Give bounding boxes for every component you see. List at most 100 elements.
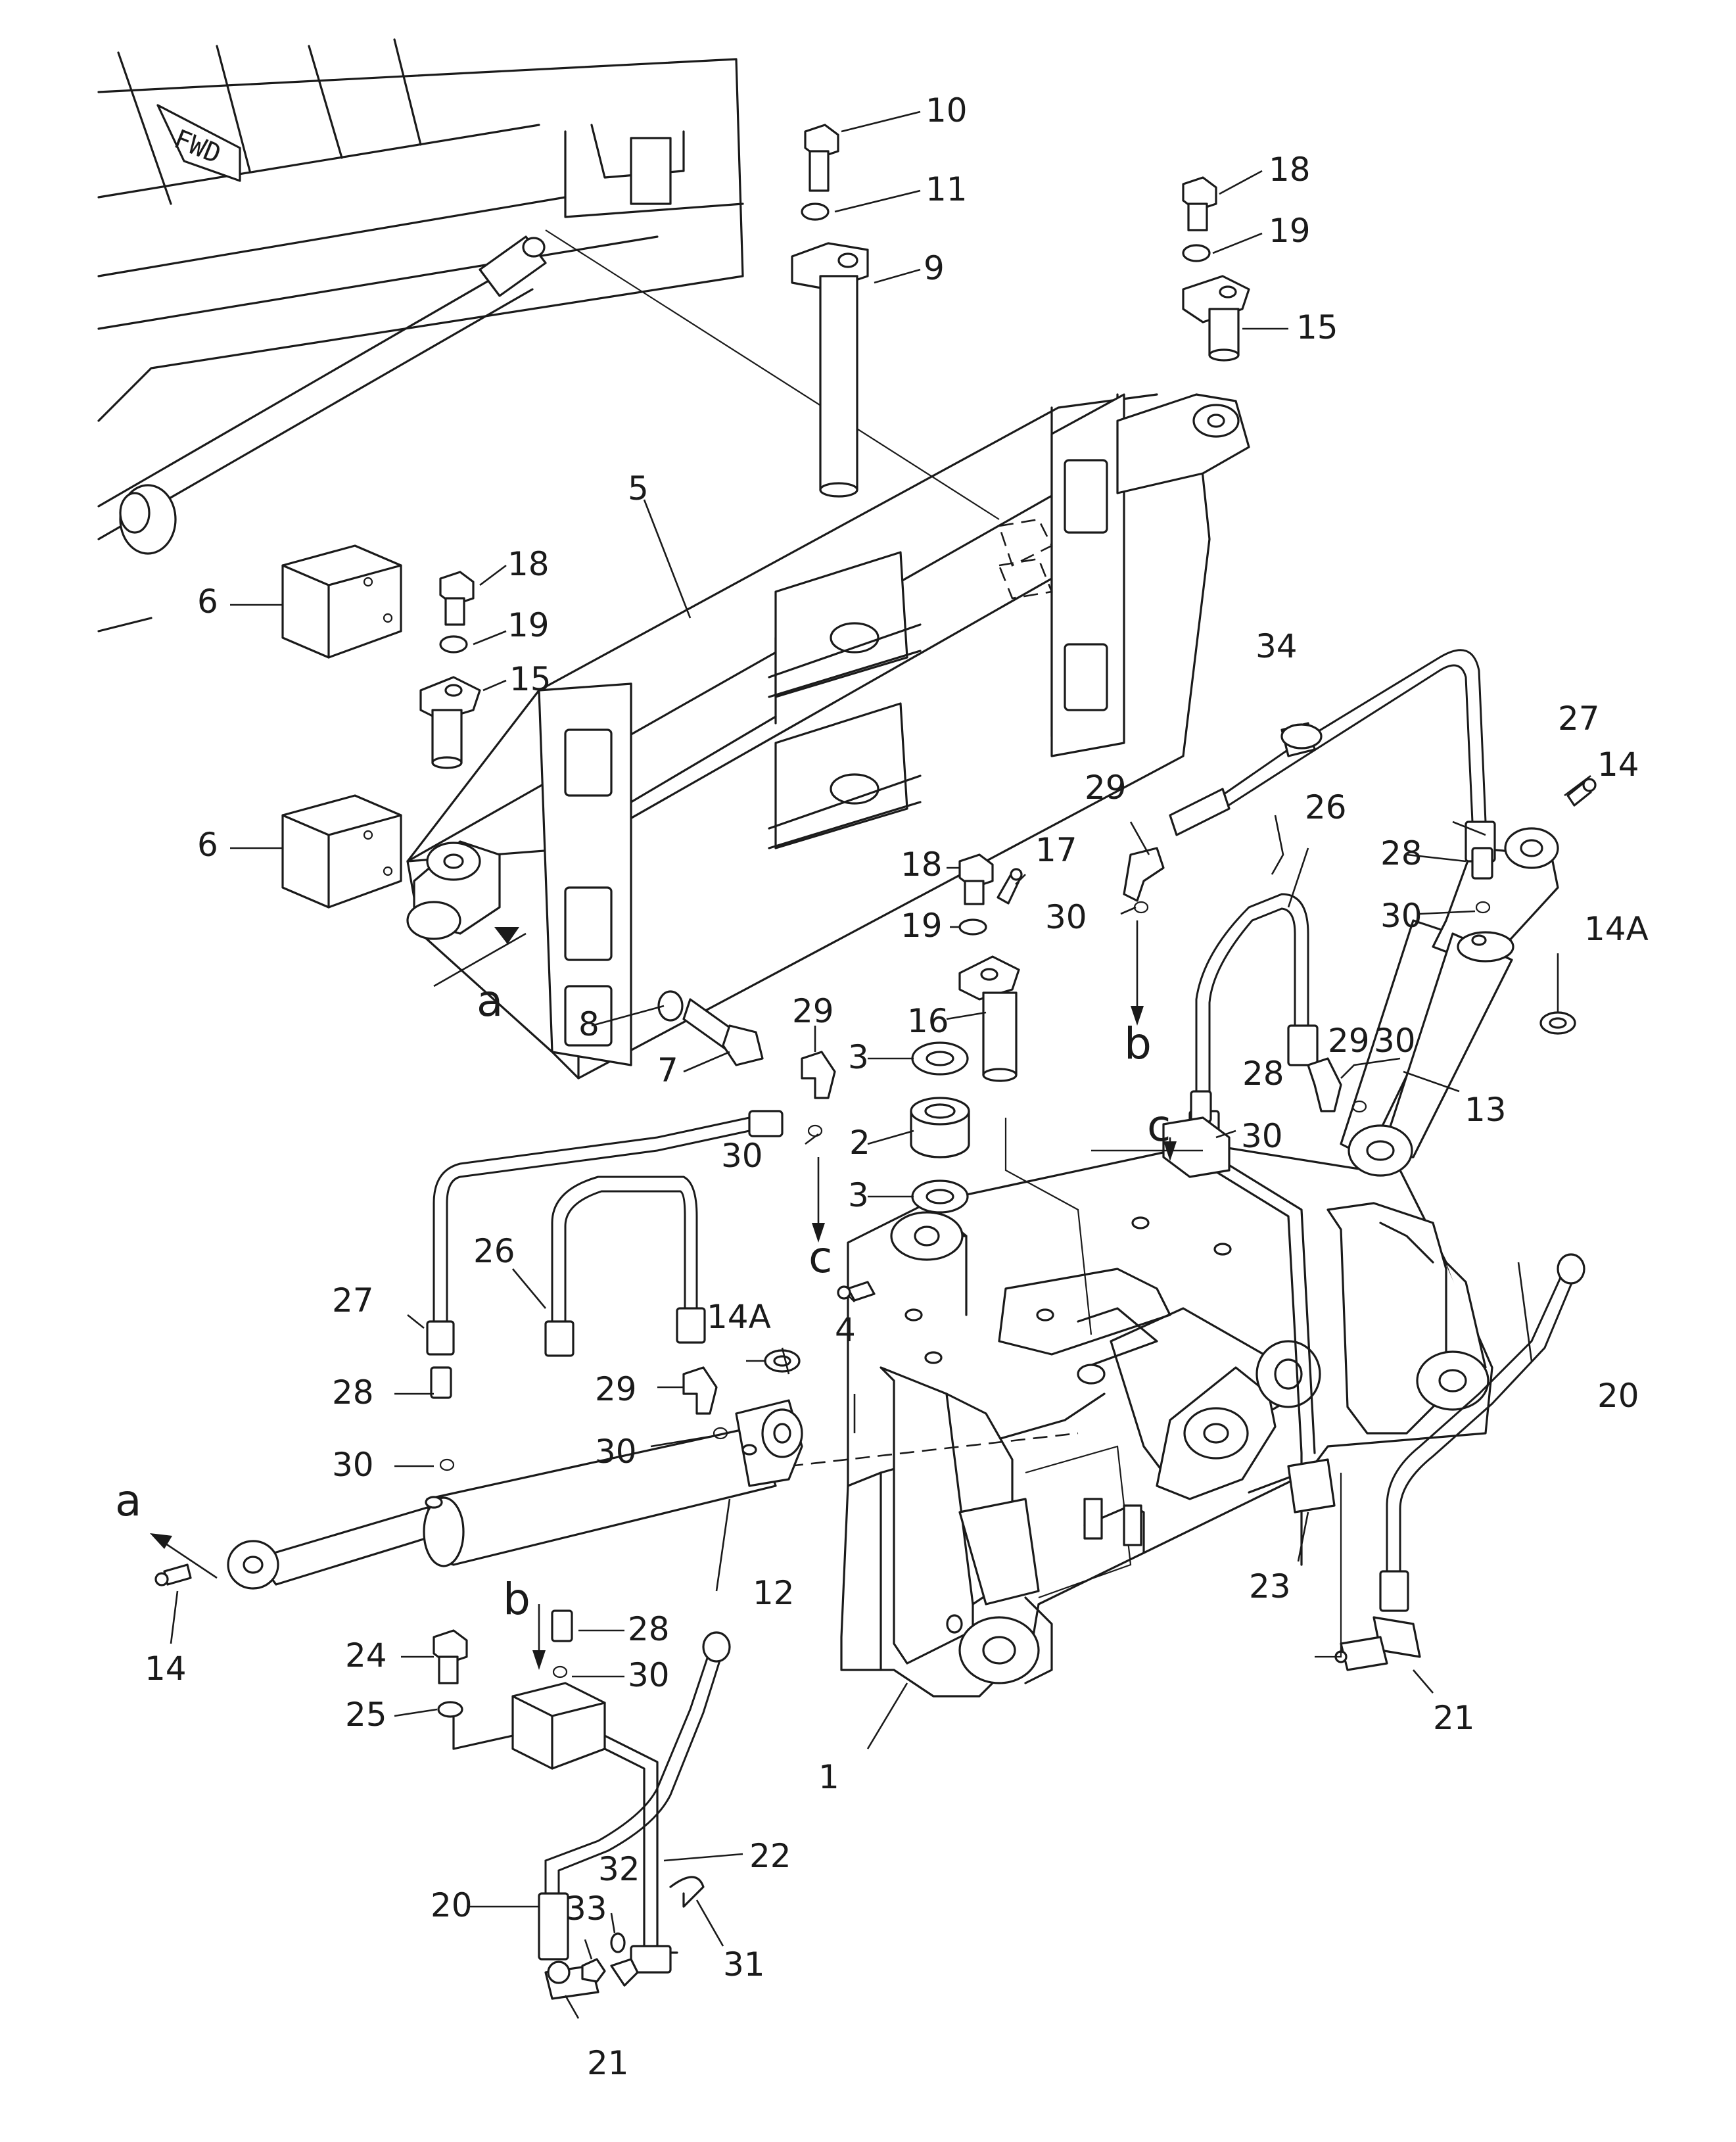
- callout-30-c: 30: [1045, 898, 1087, 936]
- hose-27-right: [1169, 649, 1496, 863]
- callout-20-right: 20: [1597, 1377, 1639, 1415]
- callout-29-a: 29: [792, 992, 834, 1030]
- callout-8: 8: [578, 1005, 599, 1043]
- grease-fitting-14-left: [154, 1563, 192, 1586]
- callout-9: 9: [924, 249, 945, 287]
- reference-letters: a a b b c c: [115, 976, 1171, 1625]
- callout-26-left: 26: [473, 1232, 515, 1270]
- callout-6-upper: 6: [197, 583, 218, 621]
- hose-26-left: [544, 1176, 706, 1357]
- callout-30-lower: 30: [628, 1656, 670, 1694]
- callout-25: 25: [345, 1696, 387, 1734]
- callout-29-d: 29: [1328, 1022, 1370, 1060]
- hose-20-right: [1379, 1253, 1585, 1612]
- callout-27-right: 27: [1558, 700, 1600, 738]
- wear-pad-6-upper: [281, 544, 402, 659]
- bolt-24: [433, 1629, 468, 1684]
- callout-17: 17: [1035, 831, 1077, 869]
- ref-b-lower: b: [503, 1574, 530, 1625]
- fitting-28-b: [551, 1609, 573, 1642]
- pin-16: [958, 955, 1020, 1082]
- callout-14-left: 14: [145, 1650, 187, 1688]
- callout-30-b: 30: [595, 1433, 637, 1471]
- washer-19-top: [1182, 244, 1211, 262]
- cylinder-13: [1340, 827, 1559, 1177]
- pin-15-top: [1182, 275, 1250, 362]
- callout-1: 1: [818, 1758, 839, 1796]
- callout-28-b: 28: [628, 1610, 670, 1648]
- callout-28-left: 28: [332, 1373, 374, 1412]
- callout-20-left: 20: [431, 1886, 473, 1924]
- wear-pad-6-lower: [281, 794, 402, 909]
- callout-30-d: 30: [1374, 1022, 1416, 1060]
- ref-a-upper: a: [477, 976, 503, 1026]
- callout-29-c: 29: [1085, 769, 1127, 807]
- callout-13: 13: [1465, 1091, 1507, 1129]
- ref-a-lower: a: [115, 1475, 141, 1526]
- callout-15-top: 15: [1296, 308, 1338, 346]
- bolt-18-left: [439, 571, 475, 626]
- nut-33: [581, 1958, 606, 1983]
- ref-c-left: c: [809, 1232, 832, 1283]
- callout-3-lower: 3: [848, 1176, 869, 1214]
- fitting-29-b: [682, 1366, 718, 1415]
- grease-fitting-14-right: [1566, 778, 1597, 807]
- callout-19-top: 19: [1269, 212, 1311, 250]
- fitting-29-d: [1307, 1057, 1342, 1112]
- callout-14A-right: 14A: [1584, 910, 1649, 948]
- washer-25: [437, 1701, 463, 1718]
- arrowheads: [150, 927, 1177, 1670]
- callout-19-left: 19: [507, 606, 550, 644]
- hose-27-left: [426, 1110, 784, 1356]
- callout-30-a: 30: [721, 1137, 763, 1175]
- leader-lines: [157, 110, 1591, 2019]
- callout-32: 32: [598, 1850, 640, 1888]
- callout-29-b: 29: [595, 1370, 637, 1408]
- callout-2: 2: [849, 1124, 870, 1162]
- block-24-25: [452, 1682, 606, 1770]
- fitting-29-c: [1123, 847, 1165, 902]
- callout-11: 11: [926, 170, 968, 208]
- callout-24: 24: [345, 1636, 387, 1675]
- ref-b-upper: b: [1124, 1018, 1152, 1069]
- washer-11: [801, 202, 830, 221]
- callout-28-right: 28: [1380, 834, 1422, 872]
- callout-22: 22: [749, 1837, 791, 1875]
- callout-21-right: 21: [1433, 1699, 1475, 1737]
- callout-12: 12: [753, 1574, 795, 1612]
- callout-30-g: 30: [1241, 1117, 1283, 1155]
- clip-31: [669, 1876, 705, 1908]
- pin-9: [791, 242, 869, 498]
- callout-labels: 10 11 9 18 19 15 5 6 6 18 19 15 8 7 29 3…: [145, 91, 1649, 2082]
- callout-4: 4: [835, 1311, 856, 1349]
- cylinder-12: [227, 1399, 803, 1590]
- bushing-3-upper: [911, 1041, 969, 1076]
- fitting-28-left: [430, 1366, 452, 1399]
- grease-fitting-4: [837, 1281, 876, 1302]
- callout-33: 33: [565, 1890, 607, 1928]
- fitting-21-right: [1315, 1473, 1421, 1671]
- ref-c-right: c: [1147, 1101, 1171, 1151]
- callout-6-lower: 6: [197, 826, 218, 864]
- callout-31: 31: [723, 1945, 765, 1984]
- callout-3-upper: 3: [848, 1038, 869, 1076]
- callout-30-left: 30: [332, 1446, 374, 1484]
- fitting-28-right: [1471, 847, 1493, 880]
- callout-5: 5: [628, 469, 649, 508]
- frame-part-5: [406, 229, 1250, 1080]
- callout-14A-left: 14A: [707, 1298, 771, 1336]
- callout-18-top: 18: [1269, 151, 1311, 189]
- callout-26-right: 26: [1305, 788, 1347, 826]
- bushing-2: [910, 1097, 970, 1158]
- blade-assembly: FWD: [97, 38, 744, 632]
- washer-32: [610, 1932, 626, 1953]
- callout-21-left: 21: [587, 2044, 629, 2082]
- callout-10: 10: [926, 91, 968, 130]
- grease-fitting-17: [997, 868, 1023, 905]
- pin-15-left: [419, 676, 481, 769]
- callout-34: 34: [1255, 627, 1298, 665]
- bolt-18-top: [1182, 176, 1217, 231]
- frame-part-1: [788, 1118, 1493, 1698]
- callout-14-right: 14: [1597, 746, 1639, 784]
